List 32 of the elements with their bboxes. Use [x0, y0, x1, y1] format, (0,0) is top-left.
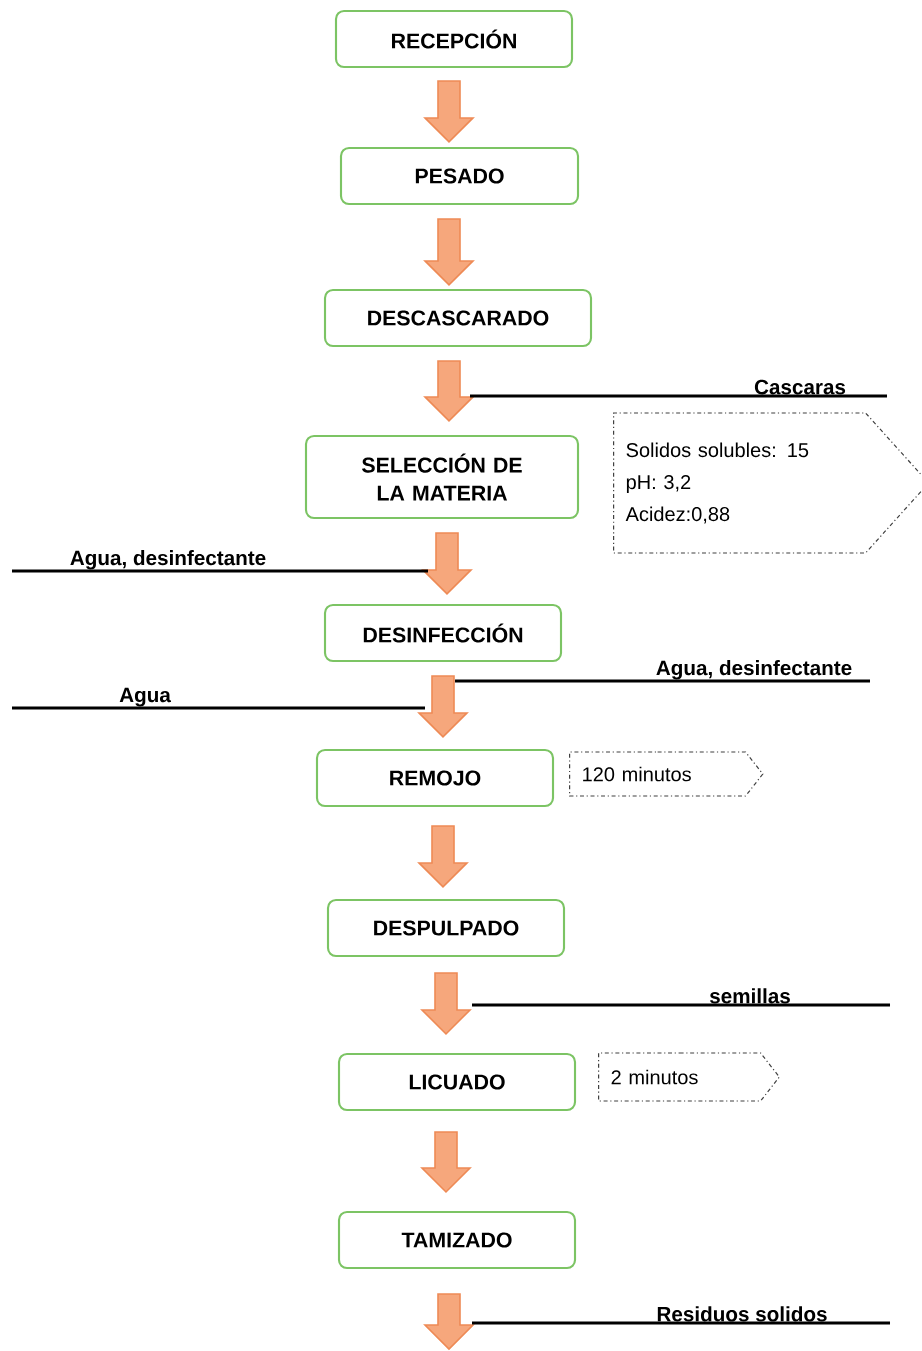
stream-label: semillas — [709, 988, 790, 1004]
stream-label: Agua — [119, 687, 171, 707]
block-arrow — [423, 1293, 475, 1351]
stream-label: Cascaras — [754, 379, 846, 395]
stream-line — [472, 1321, 890, 1325]
block-arrow — [417, 675, 469, 739]
stream-line — [12, 569, 428, 573]
block-arrow — [420, 1131, 472, 1194]
process-box: REMOJO — [315, 748, 555, 808]
stream-line — [12, 706, 425, 710]
stream-label: Residuos solidos — [657, 1306, 827, 1322]
process-box: RECEPCIÓN — [334, 9, 574, 69]
block-arrow — [423, 360, 475, 423]
stream-line — [472, 1003, 890, 1007]
note-callout: Solidos solubles: 15 pH: 3,2 Acidez:0,88 — [613, 412, 922, 554]
process-box: TAMIZADO — [337, 1210, 577, 1270]
note-callout: 120 minutos — [569, 751, 764, 797]
process-box: LICUADO — [337, 1052, 577, 1112]
note-callout: 2 minutos — [598, 1052, 781, 1102]
block-arrow — [423, 218, 475, 287]
stream-label: Agua, desinfectante — [70, 550, 266, 570]
block-arrow — [417, 825, 469, 889]
stream-label: Agua, desinfectante — [656, 660, 852, 680]
stream-line — [455, 679, 870, 683]
process-box: PESADO — [339, 146, 580, 206]
stream-line — [470, 394, 887, 398]
process-box: DESPULPADO — [326, 898, 566, 958]
process-box: DESINFECCIÓN — [323, 603, 563, 663]
block-arrow — [423, 80, 475, 144]
process-box: DESCASCARADO — [323, 288, 593, 348]
process-box: SELECCIÓN DE LA MATERIA — [304, 434, 580, 520]
block-arrow — [420, 972, 472, 1036]
